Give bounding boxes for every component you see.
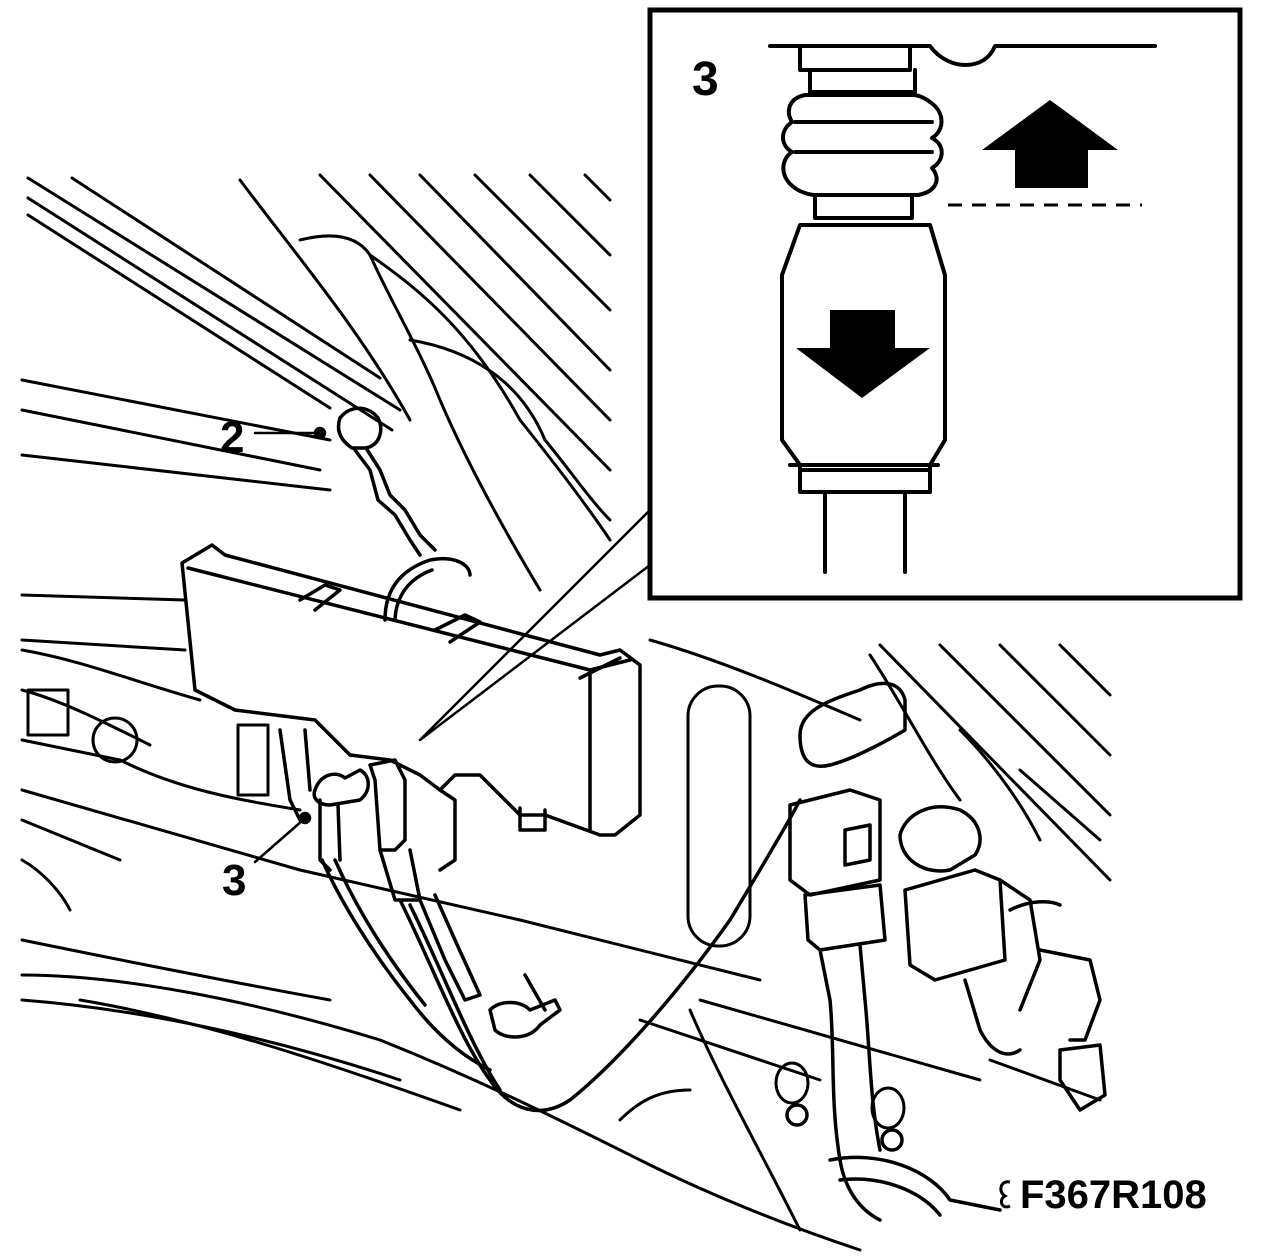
figure-code-mark: F367R108 [999,1173,1207,1217]
leader-clip-dot [313,426,327,440]
leader-connector [253,818,305,864]
detail-pointer [418,508,652,742]
arrow-up-icon [982,100,1118,188]
detail-inset: 3 [647,7,1243,601]
figure-code: F367R108 [1020,1173,1207,1217]
arrow-down-icon [796,310,930,398]
figure-code-icon [999,1180,1011,1209]
callout-clip-label: 2 [220,413,244,462]
callout-leaders [253,426,652,864]
callout-connector-label: 3 [222,856,246,905]
leader-connector-dot [298,811,312,825]
detail-inset-label: 3 [692,53,719,106]
control-module [180,543,642,837]
body-panel-lines [20,173,1112,1252]
wiring-harness [278,406,1107,1222]
